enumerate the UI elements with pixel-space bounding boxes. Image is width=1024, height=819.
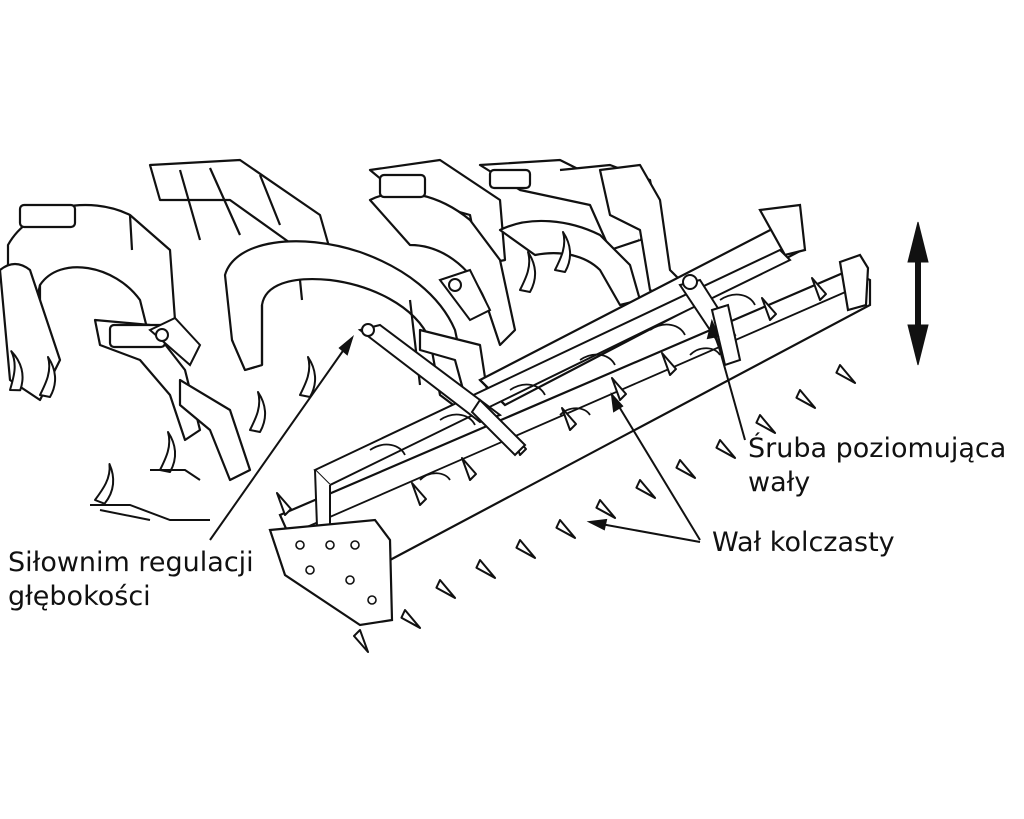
spike-roller-label: Wał kolczasty	[712, 527, 895, 558]
depth-cylinder-label-line1: Siłownim regulacji	[8, 547, 254, 578]
depth-cylinder-label: Siłownim regulacji głębokości	[8, 546, 254, 614]
leveling-screw-label-line2: wały	[748, 467, 811, 498]
depth-cylinder	[357, 323, 527, 457]
leveling-screw-label-line1: Śruba poziomująca	[748, 433, 1007, 464]
leader-lines	[209, 318, 746, 543]
leveling-screw	[678, 274, 742, 367]
depth-cylinder-label-line2: głębokości	[8, 581, 151, 612]
leveling-screw-label: Śruba poziomująca wały	[748, 432, 1006, 500]
double-headed-vertical-arrow-icon	[907, 221, 929, 366]
